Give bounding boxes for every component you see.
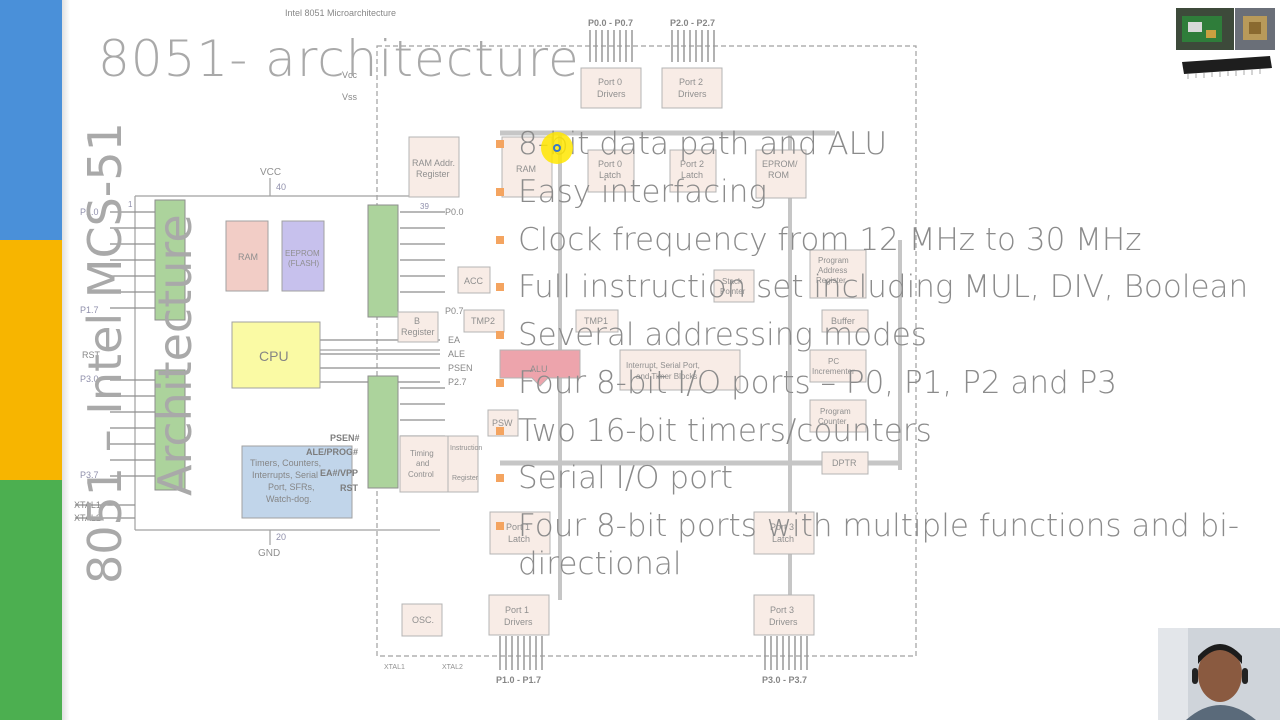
- svg-text:VCC: VCC: [260, 167, 281, 178]
- blue-stripe: [0, 0, 62, 240]
- svg-text:RAM: RAM: [238, 252, 258, 262]
- svg-text:DPTR: DPTR: [832, 458, 857, 468]
- svg-text:Port 2: Port 2: [679, 77, 703, 87]
- bullet-marker: [496, 427, 504, 435]
- svg-text:Control: Control: [408, 470, 434, 479]
- svg-text:Drivers: Drivers: [597, 89, 626, 99]
- svg-text:Timing: Timing: [410, 449, 434, 458]
- svg-text:PSEN#: PSEN#: [330, 433, 360, 443]
- svg-text:Register: Register: [416, 169, 450, 179]
- svg-text:P0.0 - P0.7: P0.0 - P0.7: [588, 18, 633, 28]
- svg-text:EA#/VPP: EA#/VPP: [320, 468, 358, 478]
- svg-text:XTAL2: XTAL2: [442, 664, 463, 671]
- svg-text:PSEN: PSEN: [448, 363, 473, 373]
- svg-text:ROM: ROM: [768, 170, 789, 180]
- svg-text:39: 39: [420, 202, 429, 211]
- svg-text:Watch-dog.: Watch-dog.: [266, 494, 312, 504]
- svg-text:P2.7: P2.7: [448, 377, 467, 387]
- svg-text:Register: Register: [452, 475, 479, 482]
- svg-text:ALE: ALE: [448, 349, 465, 359]
- svg-text:Register: Register: [401, 327, 435, 337]
- bullet-marker: [496, 236, 504, 244]
- svg-text:Intel 8051 Microarchitecture: Intel 8051 Microarchitecture: [285, 8, 396, 18]
- slide-title: 8051- architecture: [98, 30, 580, 88]
- svg-text:Port 1: Port 1: [505, 605, 529, 615]
- svg-text:RAM: RAM: [516, 164, 536, 174]
- bullet-marker: [496, 379, 504, 387]
- svg-text:Vss: Vss: [342, 92, 358, 102]
- svg-text:OSC.: OSC.: [412, 615, 434, 625]
- svg-text:CPU: CPU: [259, 348, 289, 364]
- svg-text:EA: EA: [448, 335, 460, 345]
- bullet-marker: [496, 283, 504, 291]
- board-thumbnail-image: [1176, 8, 1234, 50]
- bullet-marker: [496, 140, 504, 148]
- bullet-marker: [496, 474, 504, 482]
- pointer-highlight-icon: [541, 132, 573, 164]
- svg-text:Timers, Counters,: Timers, Counters,: [250, 458, 321, 468]
- dip-chip-image: [1182, 56, 1272, 79]
- svg-text:RST: RST: [340, 483, 359, 493]
- presenter-image: [1158, 628, 1280, 720]
- svg-text:P2.0 - P2.7: P2.0 - P2.7: [670, 18, 715, 28]
- svg-text:TMP2: TMP2: [471, 316, 495, 326]
- svg-text:Port, SFRs,: Port, SFRs,: [268, 482, 315, 492]
- svg-text:XTAL1: XTAL1: [384, 664, 405, 671]
- stripe-shadow: [62, 0, 70, 720]
- svg-text:GND: GND: [258, 548, 280, 559]
- svg-text:Drivers: Drivers: [678, 89, 707, 99]
- svg-text:P3.0 - P3.7: P3.0 - P3.7: [762, 675, 807, 685]
- side-caption-architecture: Architecture: [148, 214, 202, 496]
- svg-text:Interrupts, Serial: Interrupts, Serial: [252, 470, 318, 480]
- svg-text:Instruction: Instruction: [450, 445, 482, 452]
- svg-text:ACC: ACC: [464, 276, 484, 286]
- bullet-marker: [496, 331, 504, 339]
- svg-text:ALE/PROG#: ALE/PROG#: [306, 447, 358, 457]
- svg-text:Port 3: Port 3: [770, 605, 794, 615]
- yellow-stripe: [0, 240, 62, 480]
- svg-text:P1.0 - P1.7: P1.0 - P1.7: [496, 675, 541, 685]
- svg-text:Port 0: Port 0: [598, 77, 622, 87]
- svg-text:RAM Addr.: RAM Addr.: [412, 158, 455, 168]
- svg-text:Drivers: Drivers: [769, 617, 798, 627]
- presenter-webcam: [1158, 628, 1280, 720]
- bullet-marker: [496, 522, 504, 530]
- svg-text:EEPROM: EEPROM: [285, 249, 320, 258]
- svg-text:Drivers: Drivers: [504, 617, 533, 627]
- svg-text:P0.7: P0.7: [445, 306, 464, 316]
- svg-text:40: 40: [276, 182, 286, 192]
- svg-text:P0.0: P0.0: [445, 207, 464, 217]
- green-stripe: [0, 480, 62, 720]
- side-caption-mcs51: 8051 – Intel MCS-51: [78, 122, 132, 584]
- bullet-marker: [496, 188, 504, 196]
- svg-text:and: and: [416, 459, 429, 468]
- svg-text:B: B: [414, 316, 420, 326]
- svg-text:20: 20: [276, 532, 286, 542]
- chip-thumbnail-image: [1235, 8, 1275, 50]
- svg-text:(FLASH): (FLASH): [288, 259, 319, 268]
